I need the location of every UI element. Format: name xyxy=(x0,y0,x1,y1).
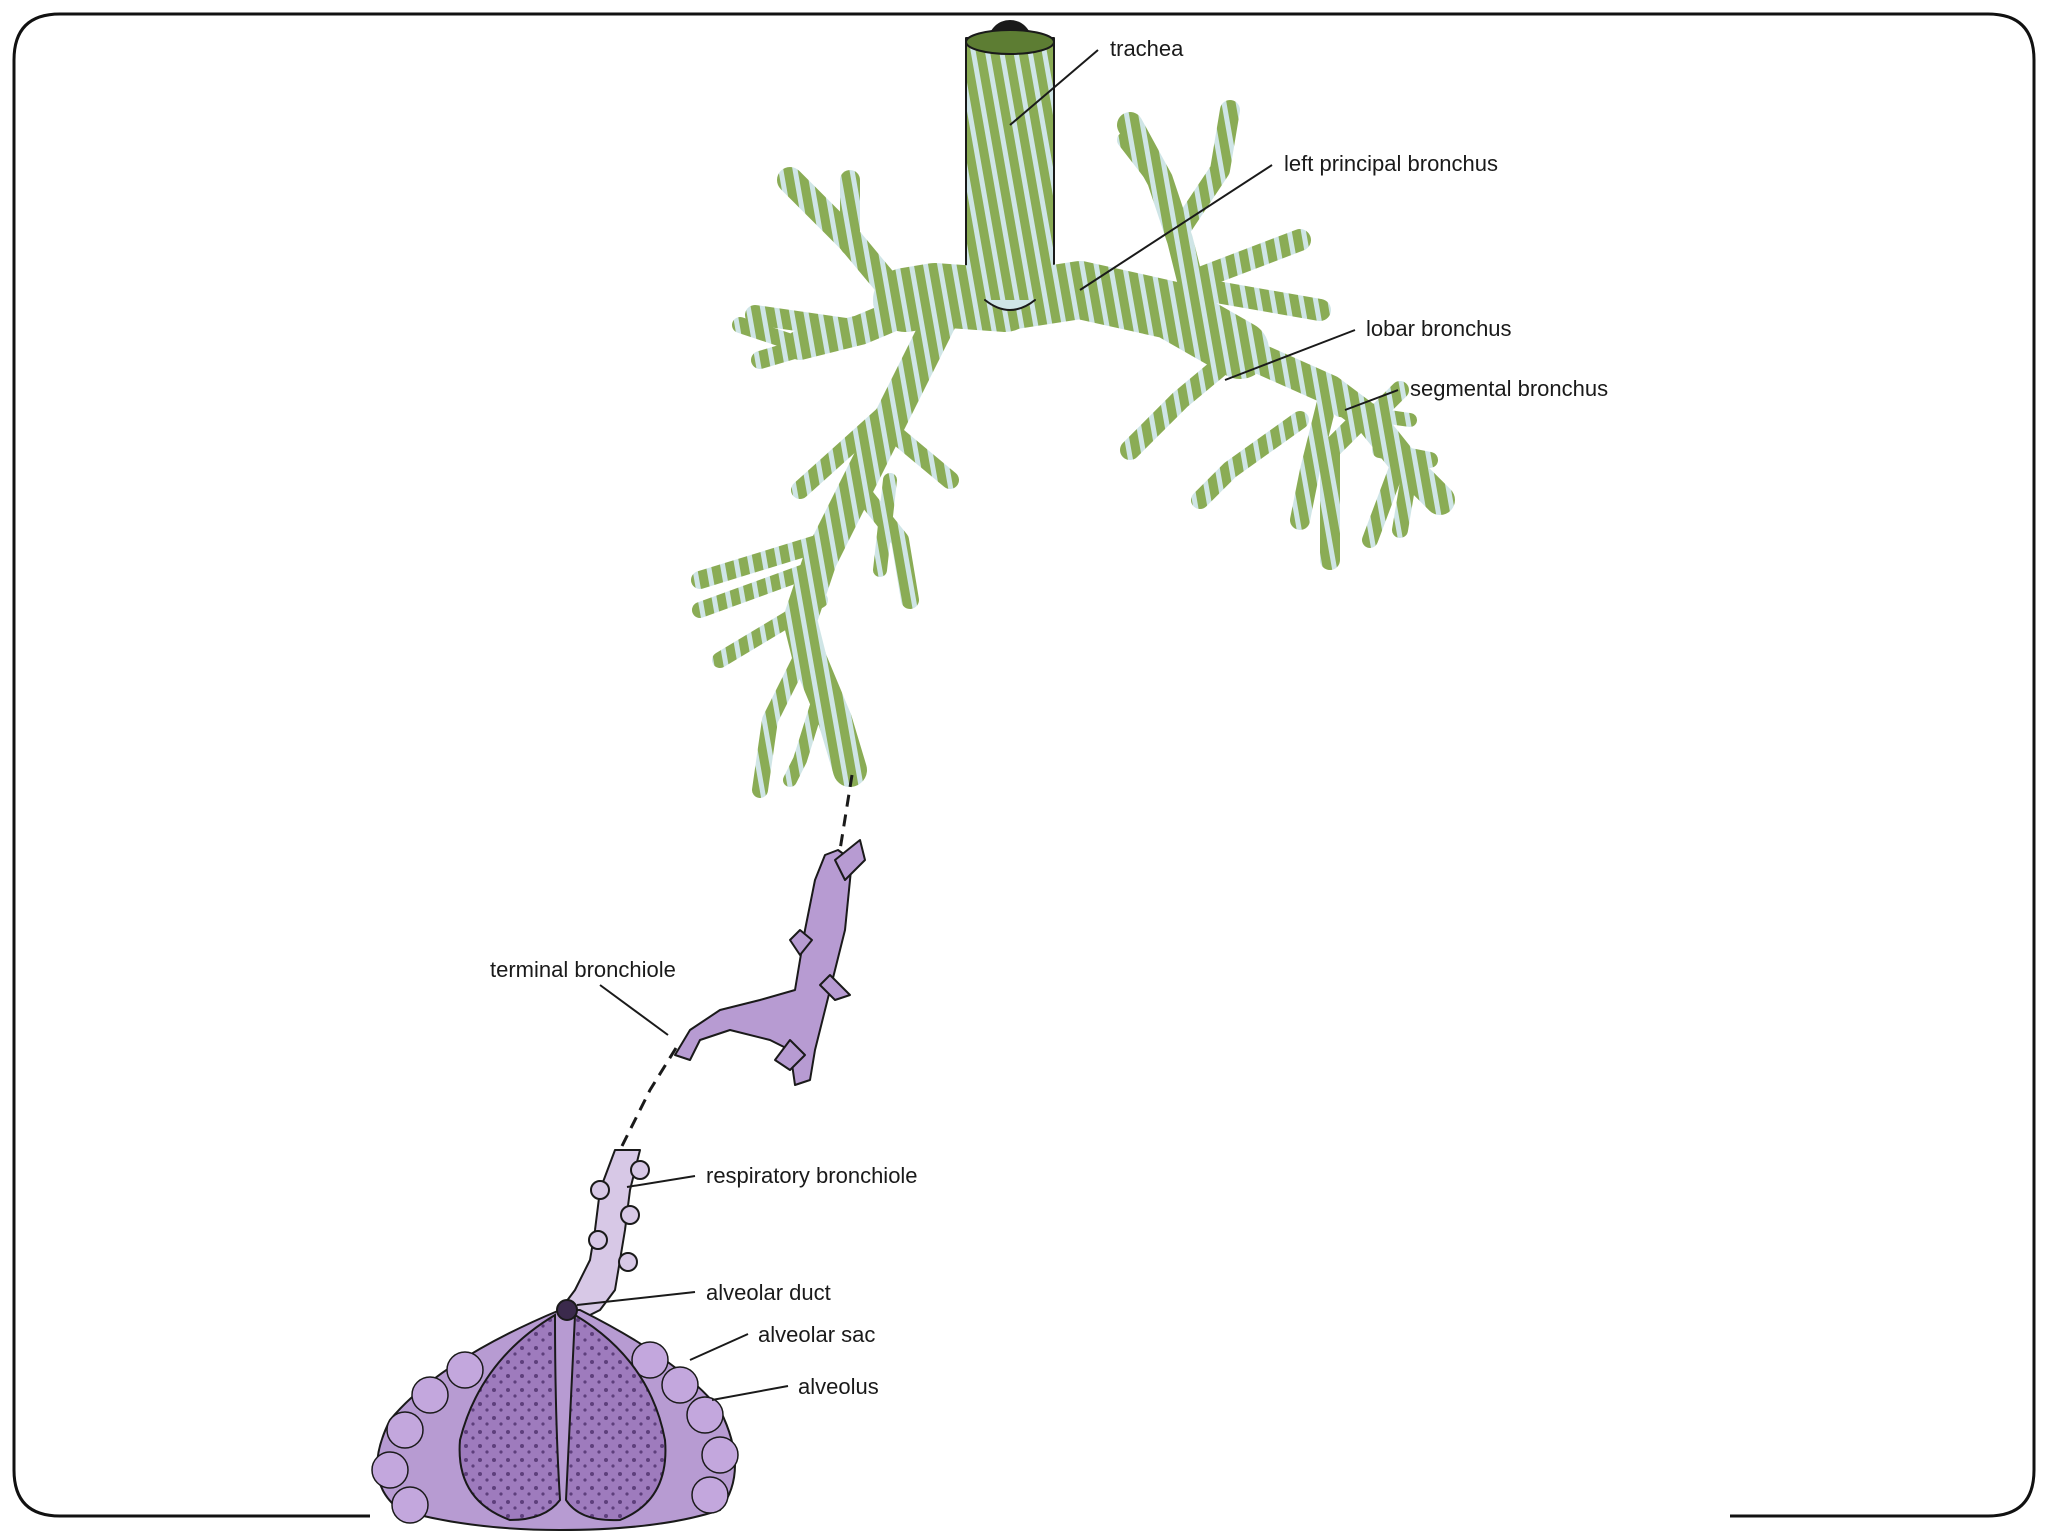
left-lung-branches xyxy=(1117,100,1455,570)
alveoli-bumps xyxy=(371,1341,739,1524)
slide-frame xyxy=(12,12,2036,1518)
labels: trachea left principal bronchus lobar br… xyxy=(490,36,1608,1401)
label-trachea: trachea xyxy=(1110,36,1184,61)
right-lung-branches xyxy=(691,167,959,798)
bronchioles xyxy=(559,774,866,1321)
alveolar-sac-right-lobe xyxy=(564,1313,667,1522)
label-lobar-bronchus: lobar bronchus xyxy=(1366,316,1512,341)
label-respiratory-bronchiole: respiratory bronchiole xyxy=(706,1163,918,1188)
carina xyxy=(984,299,1036,311)
alveolar-sac-left-lobe xyxy=(458,1313,562,1522)
bronchiole-branch xyxy=(674,849,853,1086)
alveolar-cluster xyxy=(371,1299,739,1532)
label-alveolar-sac: alveolar sac xyxy=(758,1322,875,1347)
dashed-connector-upper xyxy=(838,774,854,851)
trachea-tube xyxy=(965,37,1055,299)
label-segmental-bronchus: segmental bronchus xyxy=(1410,376,1608,401)
bronchial-tree xyxy=(691,20,1455,798)
label-alveolar-duct: alveolar duct xyxy=(706,1280,831,1305)
label-alveolus: alveolus xyxy=(798,1374,879,1399)
label-left-principal-bronchus: left principal bronchus xyxy=(1284,151,1498,176)
trachea-opening xyxy=(965,29,1055,55)
alveolar-duct-opening xyxy=(556,1299,578,1321)
label-terminal-bronchiole: terminal bronchiole xyxy=(490,957,676,982)
dashed-connector-lower xyxy=(618,1047,678,1151)
